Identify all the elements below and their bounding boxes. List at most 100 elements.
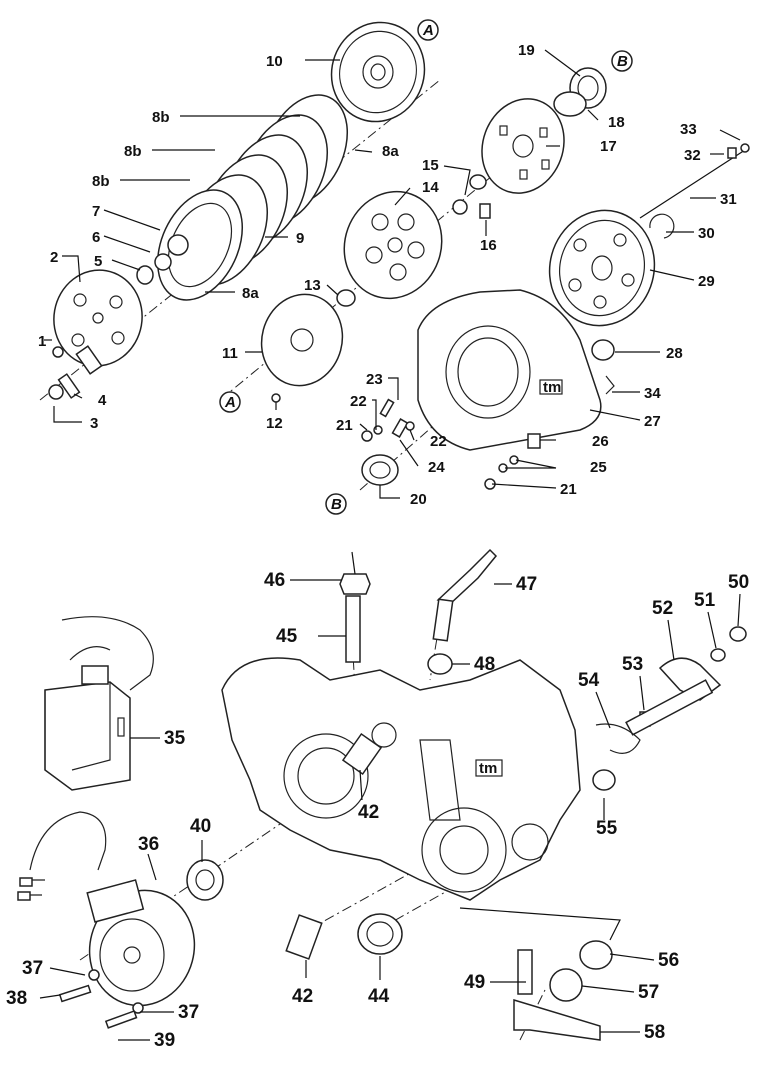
crankcase-section: tm [6, 548, 749, 1051]
washer-part [452, 199, 468, 215]
label-24: 24 [428, 459, 445, 476]
ignition-coil-part [44, 616, 154, 791]
label-34: 34 [644, 385, 661, 402]
clutch-assembly-section: tm [38, 19, 750, 515]
label-55: 55 [596, 818, 618, 839]
stud-bolt-part [345, 595, 361, 663]
label-47: 47 [516, 574, 537, 595]
inner-hub-part [343, 190, 443, 300]
ref-a-label: A [224, 394, 236, 411]
small-nut-part [361, 430, 373, 442]
stud-part [285, 914, 323, 960]
label-29: 29 [698, 273, 715, 290]
seal-part [579, 940, 613, 970]
washer-part [132, 1002, 144, 1014]
label-1: 1 [38, 333, 46, 350]
clip-part [605, 375, 615, 395]
label-8b: 8b [92, 173, 110, 190]
label-35: 35 [164, 728, 186, 749]
label-44: 44 [368, 986, 390, 1007]
nut-part [469, 174, 487, 190]
screw-part [391, 418, 409, 438]
label-22: 22 [350, 393, 367, 410]
label-42: 42 [292, 986, 313, 1007]
fitting-part [527, 433, 541, 449]
label-3: 3 [90, 415, 98, 432]
selector-shaft-part [432, 548, 498, 642]
circlip-part [649, 213, 675, 239]
label-27: 27 [644, 413, 661, 430]
label-12: 12 [266, 415, 283, 432]
label-10: 10 [266, 53, 283, 70]
washer-part [710, 648, 726, 662]
label-26: 26 [592, 433, 609, 450]
label-22: 22 [430, 433, 447, 450]
label-18: 18 [608, 114, 625, 131]
label-30: 30 [698, 225, 715, 242]
label-40: 40 [190, 816, 211, 837]
label-4: 4 [98, 392, 107, 409]
crankcase-part: tm [221, 657, 581, 901]
label-25: 25 [590, 459, 607, 476]
ref-b-marker [611, 50, 633, 72]
spring-screw-part [48, 345, 103, 400]
label-28: 28 [666, 345, 683, 362]
label-7: 7 [92, 203, 100, 220]
cap-nut-part [729, 626, 747, 642]
small-washer-part [373, 425, 383, 435]
label-8a: 8a [382, 143, 399, 160]
label-11: 11 [222, 345, 238, 362]
cover-logo: tm [543, 379, 561, 396]
label-49: 49 [464, 972, 485, 993]
rod-ball-part [740, 143, 750, 153]
label-45: 45 [276, 626, 298, 647]
crankcase-logo: tm [479, 760, 497, 777]
label-56: 56 [658, 950, 679, 971]
clutch-hub-part [136, 234, 189, 285]
kick-shaft-part [625, 679, 714, 736]
kick-spring-part [595, 723, 641, 754]
ref-b-label: B [331, 496, 342, 513]
label-38: 38 [6, 988, 27, 1009]
label-23: 23 [366, 371, 383, 388]
stud-part [341, 732, 383, 776]
oil-seal-part [361, 454, 399, 486]
label-8b: 8b [152, 109, 170, 126]
label-9: 9 [296, 230, 304, 247]
bushing-part [336, 289, 356, 307]
bearing-part [553, 67, 607, 117]
label-48: 48 [474, 654, 495, 675]
screw-part [104, 1010, 138, 1029]
label-6: 6 [92, 229, 100, 246]
lock-tab-part [479, 203, 491, 219]
label-19: 19 [518, 42, 535, 59]
label-16: 16 [480, 237, 497, 254]
label-57: 57 [638, 982, 659, 1003]
clutch-basket-part [330, 21, 426, 123]
label-54: 54 [578, 670, 600, 691]
label-32: 32 [684, 147, 701, 164]
shaft-seal-part [357, 913, 403, 955]
label-37: 37 [22, 958, 43, 979]
label-5: 5 [94, 253, 102, 270]
bearing-part [549, 968, 583, 1002]
label-36: 36 [138, 834, 159, 855]
clutch-cover-part: tm [417, 289, 602, 451]
label-42: 42 [358, 802, 379, 823]
label-46: 46 [264, 570, 285, 591]
stator-part [17, 811, 196, 1007]
push-rod-part [639, 149, 746, 219]
bracket-part [513, 998, 601, 1041]
label-58: 58 [644, 1022, 665, 1043]
label-15: 15 [422, 157, 439, 174]
pressure-plate-part [53, 269, 143, 367]
washer-part [88, 969, 100, 981]
bushing-part [427, 653, 453, 675]
screw-part [58, 984, 92, 1003]
label-20: 20 [410, 491, 427, 508]
label-51: 51 [694, 590, 716, 611]
label-21: 21 [560, 481, 577, 498]
hex-nut-part [339, 573, 371, 595]
label-8a: 8a [242, 285, 259, 302]
